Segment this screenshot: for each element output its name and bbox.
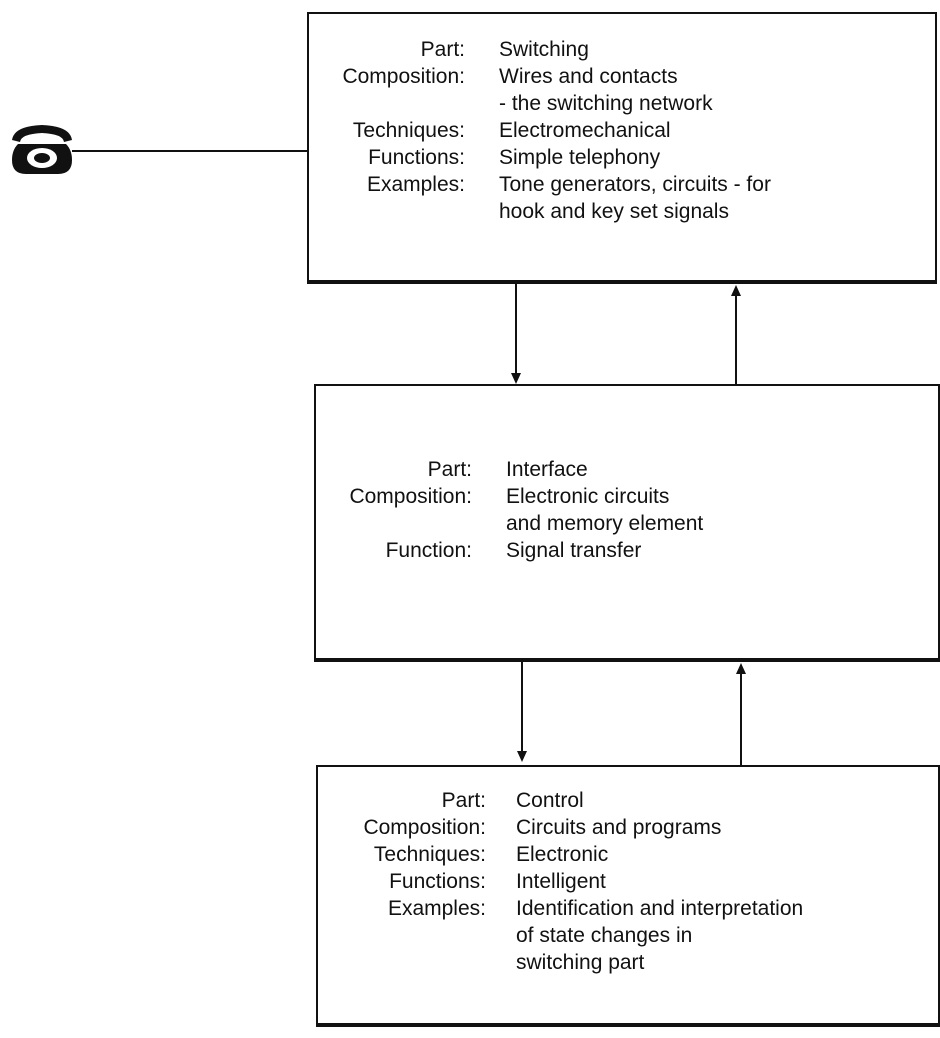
row-label: Part: [441, 789, 486, 812]
interface-rows: Part: Interface Composition: Electronic … [316, 456, 938, 564]
row-label: Examples: [366, 173, 465, 196]
row-value: Signal transfer [506, 539, 642, 562]
row-value: Simple telephony [499, 146, 661, 169]
down-arrow-icon [511, 373, 521, 384]
row-label: Composition: [349, 485, 472, 508]
switching-composition-row: Composition: Wires and contacts- the swi… [309, 63, 935, 117]
row-value: Electronic [516, 843, 609, 866]
down-arrow-icon [517, 751, 527, 762]
control-composition-row: Composition: Circuits and programs [318, 814, 938, 841]
row-label: Techniques: [352, 119, 465, 142]
row-value: Interface [506, 458, 588, 481]
down-connector-line [515, 284, 517, 376]
row-label: Composition: [342, 65, 465, 88]
down-connector-line [521, 662, 523, 754]
row-label: Composition: [363, 816, 486, 839]
row-value: Circuits and programs [516, 816, 722, 839]
up-connector-line [735, 294, 737, 384]
switching-techniques-row: Techniques: Electromechanical [309, 117, 935, 144]
interface-part-box: Part: Interface Composition: Electronic … [314, 384, 940, 662]
row-label: Functions: [368, 146, 465, 169]
telephone-connection-line [72, 150, 308, 152]
control-examples-row: Examples: Identification and interpretat… [318, 895, 938, 976]
control-part-box: Part: Control Composition: Circuits and … [316, 765, 940, 1027]
control-techniques-row: Techniques: Electronic [318, 841, 938, 868]
row-label: Part: [420, 38, 465, 61]
switching-part-row: Part: Switching [309, 36, 935, 63]
control-functions-row: Functions: Intelligent [318, 868, 938, 895]
row-label: Function: [385, 539, 472, 562]
telephone-icon [12, 125, 72, 174]
up-connector-line [740, 673, 742, 765]
switching-examples-row: Examples: Tone generators, circuits - fo… [309, 171, 935, 225]
row-label: Techniques: [373, 843, 486, 866]
switching-part-box: Part: Switching Composition: Wires and c… [307, 12, 937, 284]
row-value: Electromechanical [499, 119, 671, 142]
row-label: Part: [427, 458, 472, 481]
control-part-row: Part: Control [318, 787, 938, 814]
interface-part-row: Part: Interface [316, 456, 938, 483]
control-rows: Part: Control Composition: Circuits and … [318, 787, 938, 976]
row-value: Wires and contacts- the switching networ… [499, 65, 713, 115]
row-value: Control [516, 789, 584, 812]
row-label: Examples: [387, 897, 486, 920]
switching-rows: Part: Switching Composition: Wires and c… [309, 36, 935, 225]
up-arrow-icon [731, 285, 741, 296]
row-value: Intelligent [516, 870, 606, 893]
row-label: Functions: [389, 870, 486, 893]
row-value: Switching [499, 38, 589, 61]
switching-functions-row: Functions: Simple telephony [309, 144, 935, 171]
interface-function-row: Function: Signal transfer [316, 537, 938, 564]
up-arrow-icon [736, 663, 746, 674]
